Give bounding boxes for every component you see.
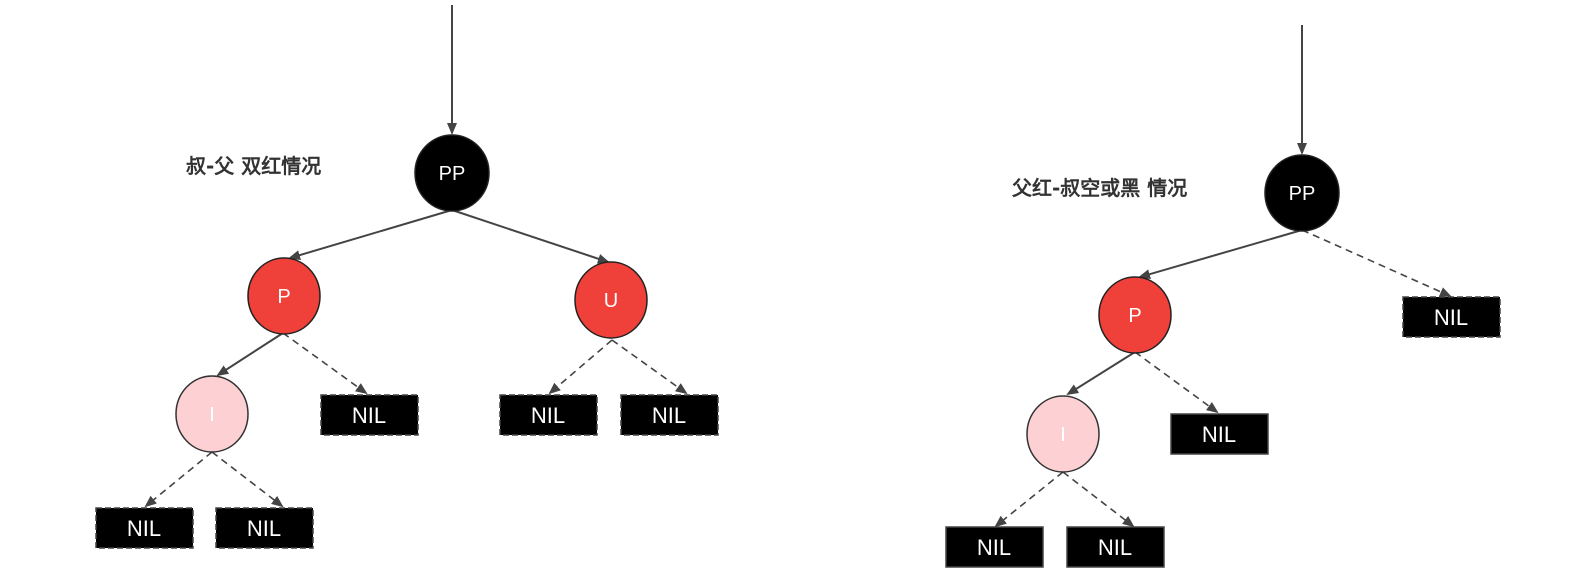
node-p-label: P [277, 286, 290, 308]
edge-p-nil [1134, 351, 1219, 414]
nil-i-left-label: NIL [977, 535, 1011, 560]
diagram2: PP P I NIL NIL NIL NIL [945, 25, 1501, 568]
nil-u-left-label: NIL [531, 403, 565, 428]
diagram1-caption: 叔-父 双红情况 [186, 154, 322, 178]
node-u: U [574, 261, 648, 339]
node-i-label: I [1060, 424, 1066, 446]
edge-pp-nil [1301, 229, 1452, 297]
diagram2-caption: 父红-叔空或黑 情况 [1012, 176, 1188, 200]
edge-p-i [216, 332, 284, 377]
node-p: P [1098, 276, 1172, 354]
node-i: I [1026, 395, 1100, 473]
nil-p: NIL [1170, 413, 1269, 455]
node-p-label: P [1128, 305, 1141, 327]
nil-i-right-label: NIL [247, 516, 281, 541]
nil-i-right-label: NIL [1098, 535, 1132, 560]
node-pp: PP [414, 134, 490, 212]
edge-pp-p [1138, 229, 1303, 280]
nil-i-left: NIL [95, 507, 194, 549]
edge-p-nil [282, 332, 368, 395]
edge-i-nil-left [144, 451, 213, 508]
diagram1: PP P U I NIL NIL NIL NIL [95, 5, 719, 549]
edge-pp-p [288, 209, 453, 260]
edge-i-nil-right [211, 451, 284, 508]
edge-p-i [1066, 351, 1136, 396]
nil-u-right-label: NIL [652, 403, 686, 428]
edge-i-nil-right [1062, 471, 1135, 528]
nil-i-left-label: NIL [127, 516, 161, 541]
node-pp-label: PP [439, 163, 466, 185]
nil-pp: NIL [1402, 296, 1501, 338]
nil-u-right: NIL [620, 394, 719, 436]
edge-u-nil-right [611, 339, 688, 395]
edge-pp-u [451, 209, 610, 264]
node-pp: PP [1264, 154, 1340, 232]
nil-u-left: NIL [499, 394, 598, 436]
node-i: I [175, 375, 249, 453]
nil-i-right: NIL [215, 507, 314, 549]
node-i-label: I [209, 404, 215, 426]
nil-p-label: NIL [352, 403, 386, 428]
nil-pp-label: NIL [1434, 305, 1468, 330]
nil-p-label: NIL [1202, 422, 1236, 447]
nil-p: NIL [320, 394, 419, 436]
node-p: P [247, 257, 321, 335]
node-pp-label: PP [1289, 183, 1316, 205]
nil-i-right: NIL [1066, 526, 1165, 568]
edge-u-nil-left [548, 339, 613, 395]
node-u-label: U [604, 290, 618, 312]
edge-i-nil-left [994, 471, 1064, 528]
nil-i-left: NIL [945, 526, 1044, 568]
